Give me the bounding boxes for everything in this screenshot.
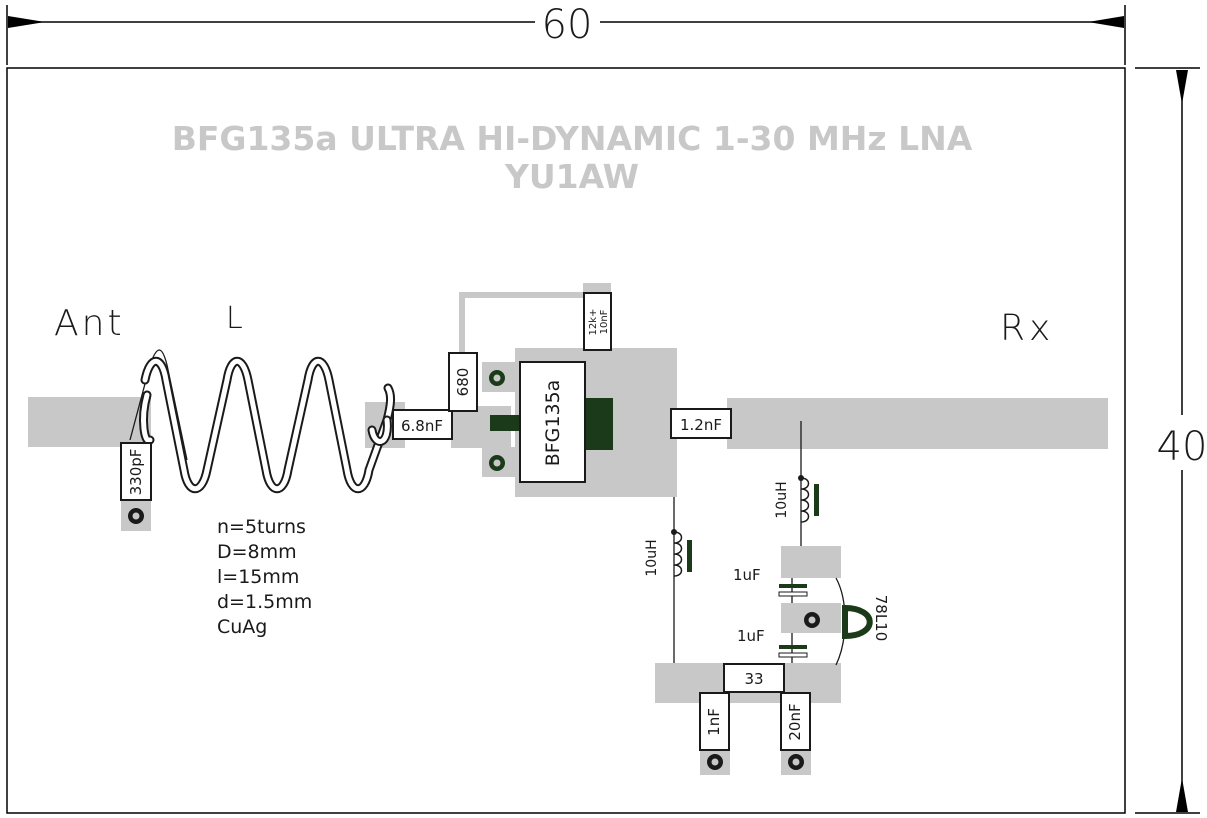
inductor-10uh-right-label: 10uH [774,481,790,518]
transistor-pad-bottom [489,455,505,471]
height-dimension: 40 [1135,67,1207,814]
resistor-33-label: 33 [744,670,763,688]
resistor-capacitor-12k-10nf: 12k+ 10nF [583,292,612,351]
antenna-label: Ant [54,303,125,344]
coil-spec-length: l=15mm [217,566,299,588]
coil-spec-turns: n=5turns [217,516,306,538]
transistor-pad-top [489,370,505,386]
resistor-33: 33 [723,663,785,693]
capacitor-1uf-bottom: 1uF [737,627,808,658]
rc-10nf-label: 10nF [599,309,610,334]
capacitor-1n2: 1.2nF [670,408,732,439]
width-dimension-label: 60 [542,2,593,48]
pad-1nf [707,754,723,770]
resistor-680-label: 680 [454,368,472,397]
capacitor-1uf-top: 1uF [733,566,808,597]
transistor-bfg135a: BFG135a [490,361,613,483]
inductor-10uh-right: 10uH [774,475,819,523]
capacitor-1uf-bottom-label: 1uF [737,627,765,645]
coil-specs: n=5turns D=8mm l=15mm d=1.5mm CuAg [217,516,312,638]
capacitor-20nf-label: 20nF [786,703,804,740]
resistor-680: 680 [448,352,478,412]
board-outline [6,67,1126,814]
coil-spec-material: CuAg [217,616,267,638]
rx-label: Rx [1000,308,1054,349]
rc-12k-label: 12k+ [588,309,599,336]
height-dimension-label: 40 [1157,424,1207,470]
capacitor-20nf: 20nF [780,692,811,751]
capacitor-6n8: 6.8nF [392,409,453,440]
copper-tracks [28,283,1108,775]
coil-label: L [226,301,243,336]
coil-spec-wire: d=1.5mm [217,591,312,613]
capacitor-1nf: 1nF [699,692,730,751]
coil-spec-diameter: D=8mm [217,541,297,563]
regulator-label: 78L10 [872,595,890,642]
regulator-78l10: 78L10 [804,595,890,642]
capacitor-1uf-top-label: 1uF [733,566,761,584]
inductor-10uh-left-label: 10uH [644,539,660,576]
inductor-10uh-left: 10uH [644,529,692,577]
capacitor-330pf-label: 330pF [127,449,145,496]
capacitor-330pf: 330pF [120,442,152,501]
capacitor-1nf-label: 1nF [705,708,723,736]
capacitor-6n8-label: 6.8nF [401,417,443,435]
transistor-label: BFG135a [542,380,564,467]
title-line-2: YU1AW [504,157,639,196]
pad-330pf [128,508,144,524]
air-coil [129,349,395,494]
width-dimension: 60 [6,2,1126,65]
pad-20nf [788,754,804,770]
title-line-1: BFG135a ULTRA HI-DYNAMIC 1-30 MHz LNA [172,119,973,158]
capacitor-1n2-label: 1.2nF [680,416,722,434]
